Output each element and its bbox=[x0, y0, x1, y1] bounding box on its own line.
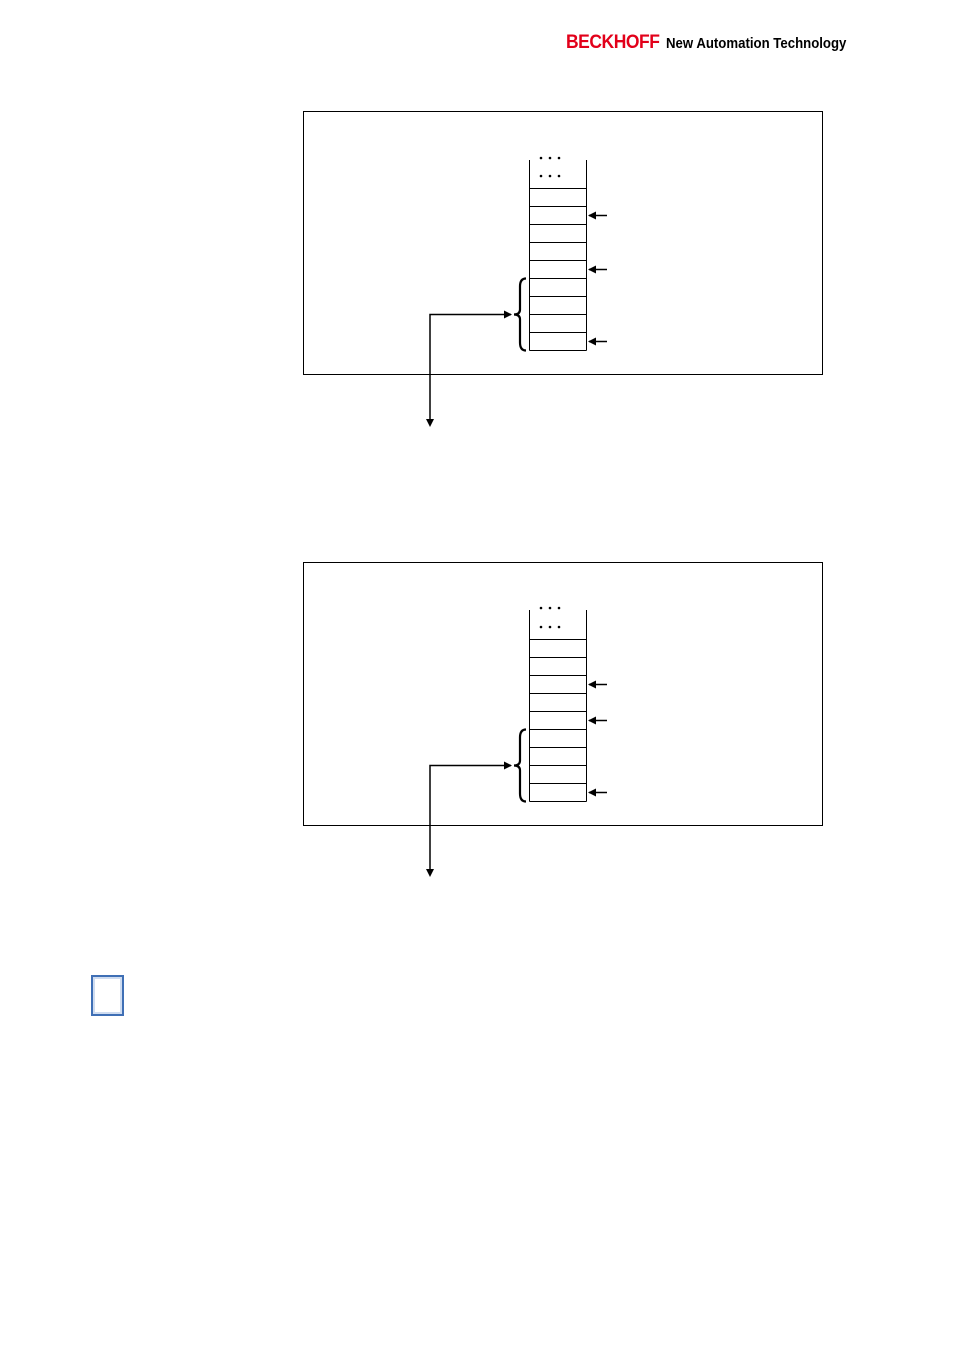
branch-arrow bbox=[429, 761, 512, 869]
info-note-icon bbox=[91, 975, 124, 1016]
ellipsis-dot bbox=[539, 156, 543, 160]
brand-tagline: New Automation Technology bbox=[666, 35, 847, 52]
group-brace bbox=[513, 277, 527, 352]
ellipsis-dot bbox=[548, 174, 552, 178]
diagram-2 bbox=[303, 562, 823, 877]
ellipsis-dot bbox=[539, 606, 543, 610]
ellipsis-dot bbox=[557, 174, 561, 178]
ellipsis-dot bbox=[548, 625, 552, 629]
page-header: BECKHOFF New Automation Technology bbox=[566, 32, 871, 54]
ellipsis-dot bbox=[557, 625, 561, 629]
diagram-1 bbox=[303, 111, 823, 427]
group-brace bbox=[513, 728, 527, 803]
diagram-frame bbox=[303, 562, 823, 826]
ellipsis-dot bbox=[548, 606, 552, 610]
down-arrowhead bbox=[426, 869, 434, 877]
ellipsis-dot bbox=[539, 174, 543, 178]
ellipsis-dot bbox=[539, 625, 543, 629]
ellipsis-dot bbox=[557, 606, 561, 610]
down-arrowhead bbox=[426, 419, 434, 427]
diagram-frame bbox=[303, 111, 823, 375]
ellipsis-dot bbox=[548, 156, 552, 160]
branch-arrow bbox=[429, 310, 512, 419]
ellipsis-dot bbox=[557, 156, 561, 160]
brand-logo: BECKHOFF bbox=[566, 32, 660, 53]
